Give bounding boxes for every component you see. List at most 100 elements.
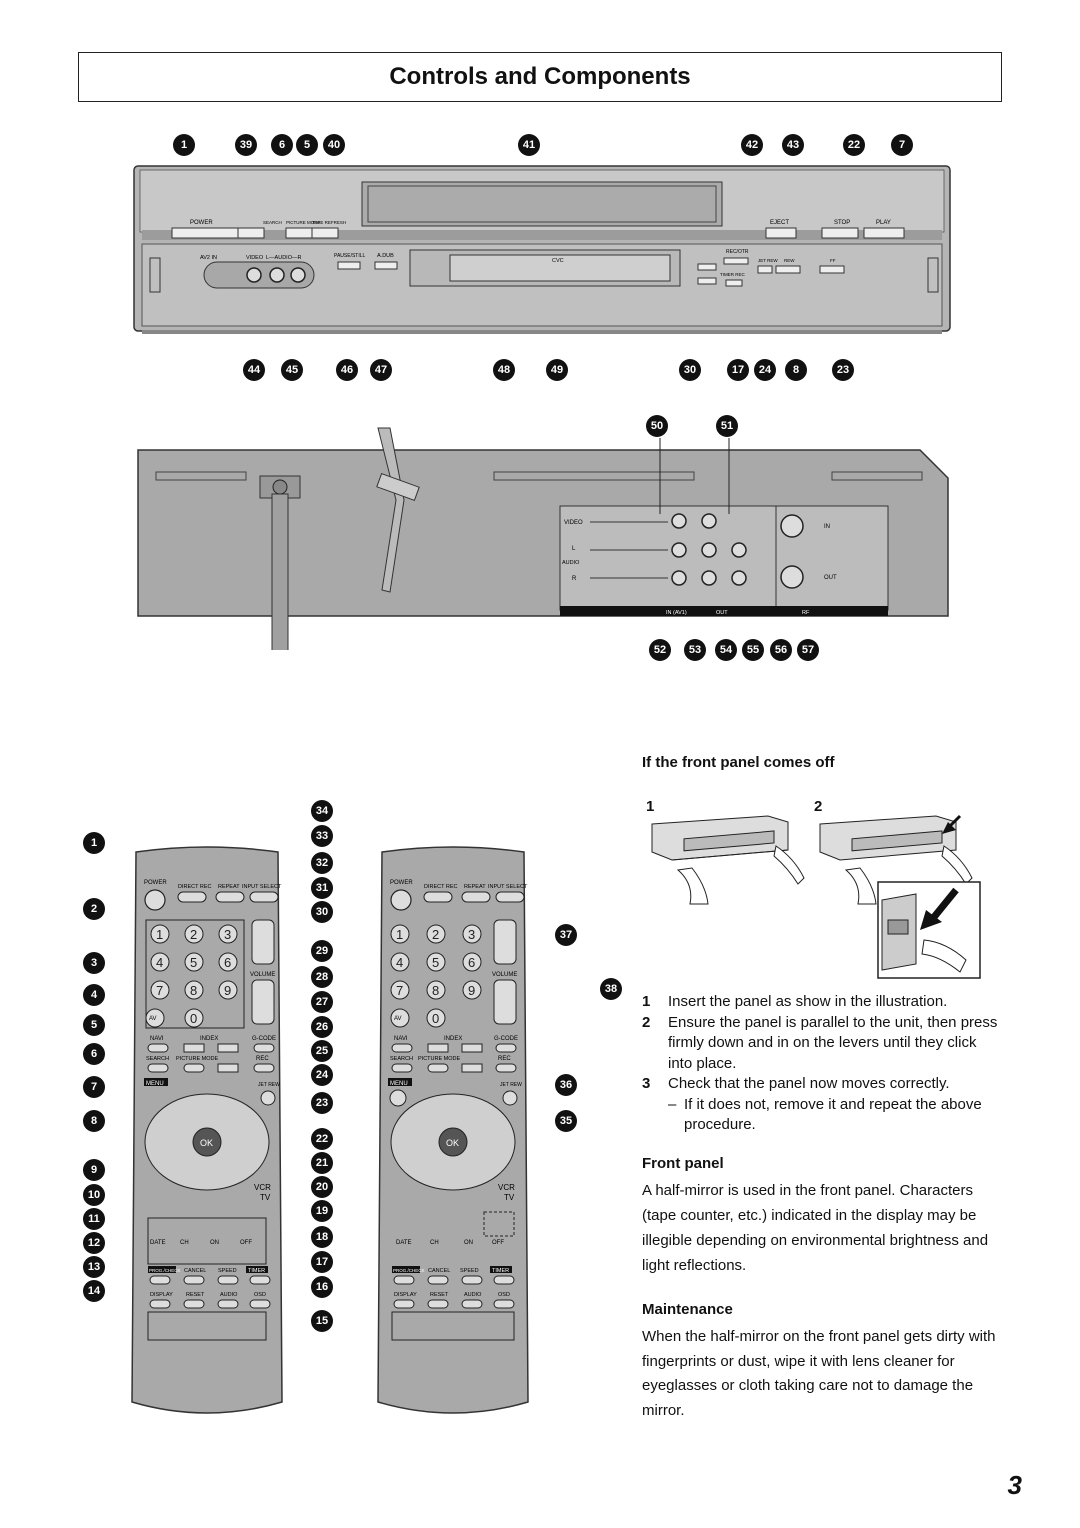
callout-r32: 32 bbox=[311, 852, 333, 874]
callout-r33: 33 bbox=[311, 825, 333, 847]
r1-prog-label: PROG./CHECK bbox=[149, 1268, 181, 1273]
vcr-adub-label: A.DUB bbox=[377, 253, 394, 259]
install-note: – If it does not, remove it and repeat t… bbox=[668, 1095, 982, 1134]
callout-48: 48 bbox=[493, 359, 515, 381]
r1-on-label: ON bbox=[210, 1240, 219, 1246]
svg-text:1: 1 bbox=[396, 927, 403, 942]
r1-cancel-label: CANCEL bbox=[184, 1268, 206, 1274]
svg-text:4: 4 bbox=[396, 955, 403, 970]
r1-date-label: DATE bbox=[150, 1240, 166, 1246]
vcr-front-illustration: POWER SEARCH PICTURE MODE TAPE REFRESH E… bbox=[133, 165, 951, 334]
svg-text:0: 0 bbox=[190, 1011, 197, 1026]
callout-51: 51 bbox=[716, 415, 738, 437]
vcr-tape-refresh-label: TAPE REFRESH bbox=[312, 220, 346, 225]
callout-r35: 35 bbox=[555, 1110, 577, 1132]
callout-r18: 18 bbox=[311, 1226, 333, 1248]
callout-8: 8 bbox=[785, 359, 807, 381]
title-box: Controls and Components bbox=[78, 52, 1002, 102]
install-steps: 1 Insert the panel as show in the illust… bbox=[642, 992, 1002, 1136]
callout-r19: 19 bbox=[311, 1200, 333, 1222]
callout-39: 39 bbox=[235, 134, 257, 156]
r1-ch-label: CH bbox=[180, 1240, 189, 1246]
r2-prog-label: PROG./CHECK bbox=[393, 1268, 425, 1273]
r2-ch-label: CH bbox=[430, 1240, 439, 1246]
callout-23: 23 bbox=[832, 359, 854, 381]
callout-46: 46 bbox=[336, 359, 358, 381]
r2-timer-label: TIMER bbox=[492, 1268, 509, 1274]
rear-out-bar-label: OUT bbox=[716, 610, 728, 616]
callout-42: 42 bbox=[741, 134, 763, 156]
r2-date-label: DATE bbox=[396, 1240, 412, 1246]
r2-power-label: POWER bbox=[390, 880, 413, 886]
page-number: 3 bbox=[1007, 1470, 1022, 1500]
callout-r13: 13 bbox=[83, 1256, 105, 1278]
front-panel-heading: Front panel bbox=[642, 1155, 724, 1172]
r1-menu-label: MENU bbox=[146, 1081, 164, 1087]
callout-r23: 23 bbox=[311, 1092, 333, 1114]
callout-r34: 34 bbox=[311, 800, 333, 822]
svg-text:5: 5 bbox=[432, 955, 439, 970]
r1-repeat-label: REPEAT bbox=[218, 884, 240, 890]
callout-r2: 2 bbox=[83, 898, 105, 920]
callout-5: 5 bbox=[296, 134, 318, 156]
vcr-pause-label: PAUSE/STILL bbox=[334, 253, 366, 259]
svg-text:6: 6 bbox=[224, 955, 231, 970]
callout-r22: 22 bbox=[311, 1128, 333, 1150]
remote-control-1: POWER DIRECT REC REPEAT INPUT SELECT 1 2… bbox=[131, 846, 283, 1414]
r2-search-label: SEARCH bbox=[390, 1056, 413, 1062]
callout-r25: 25 bbox=[311, 1040, 333, 1062]
callout-r15: 15 bbox=[311, 1310, 333, 1332]
vcr-jet-rew-label: JET REW bbox=[758, 258, 778, 263]
vcr-picture-mode-label: PICTURE MODE bbox=[286, 220, 321, 225]
r1-gcode-label: G-CODE bbox=[252, 1036, 276, 1042]
callout-41: 41 bbox=[518, 134, 540, 156]
callout-24: 24 bbox=[754, 359, 776, 381]
rear-rf-label: RF bbox=[802, 610, 810, 616]
r2-speed-label: SPEED bbox=[460, 1268, 479, 1274]
r2-menu-label: MENU bbox=[390, 1081, 408, 1087]
vcr-rec-label: REC/OTR bbox=[726, 249, 749, 255]
callout-r4: 4 bbox=[83, 984, 105, 1006]
r2-gcode-label: G-CODE bbox=[494, 1036, 518, 1042]
r1-off-label: OFF bbox=[240, 1240, 252, 1246]
callout-30: 30 bbox=[679, 359, 701, 381]
r2-osd-label: OSD bbox=[498, 1292, 510, 1298]
callout-22: 22 bbox=[843, 134, 865, 156]
r2-reset-label: RESET bbox=[430, 1292, 449, 1298]
callout-r16: 16 bbox=[311, 1276, 333, 1298]
vcr-timer-label: TIMER REC bbox=[720, 272, 746, 277]
install-step-1: 1 Insert the panel as show in the illust… bbox=[642, 993, 948, 1010]
callout-49: 49 bbox=[546, 359, 568, 381]
r2-vcr-label: VCR bbox=[498, 1183, 515, 1192]
r1-picture-mode-label: PICTURE MODE bbox=[176, 1056, 219, 1062]
r2-direct-rec-label: DIRECT REC bbox=[424, 884, 458, 890]
callout-50: 50 bbox=[646, 415, 668, 437]
callout-r36: 36 bbox=[555, 1074, 577, 1096]
rear-l-label: L bbox=[572, 546, 576, 552]
r1-index-label: INDEX bbox=[200, 1036, 218, 1042]
callout-44: 44 bbox=[243, 359, 265, 381]
callout-56: 56 bbox=[770, 639, 792, 661]
r1-speed-label: SPEED bbox=[218, 1268, 237, 1274]
figure-1-label: 1 bbox=[646, 798, 655, 815]
r1-osd-label: OSD bbox=[254, 1292, 266, 1298]
svg-text:2: 2 bbox=[190, 927, 197, 942]
callout-r31: 31 bbox=[311, 877, 333, 899]
r1-search-label: SEARCH bbox=[146, 1056, 169, 1062]
rear-in-label: IN bbox=[824, 524, 830, 530]
r1-reset-label: RESET bbox=[186, 1292, 205, 1298]
r2-navi-label: NAVI bbox=[394, 1036, 408, 1042]
vcr-power-label: POWER bbox=[190, 220, 213, 226]
r2-on-label: ON bbox=[464, 1240, 473, 1246]
r2-repeat-label: REPEAT bbox=[464, 884, 486, 890]
callout-r1: 1 bbox=[83, 832, 105, 854]
maintenance-text: When the half-mirror on the front panel … bbox=[642, 1328, 996, 1419]
callout-r10: 10 bbox=[83, 1184, 105, 1206]
svg-text:5: 5 bbox=[190, 955, 197, 970]
callout-17: 17 bbox=[727, 359, 749, 381]
svg-text:9: 9 bbox=[224, 983, 231, 998]
r2-audio-label: AUDIO bbox=[464, 1292, 482, 1298]
r2-picture-mode-label: PICTURE MODE bbox=[418, 1056, 461, 1062]
vcr-play-label: PLAY bbox=[876, 220, 891, 226]
callout-57: 57 bbox=[797, 639, 819, 661]
